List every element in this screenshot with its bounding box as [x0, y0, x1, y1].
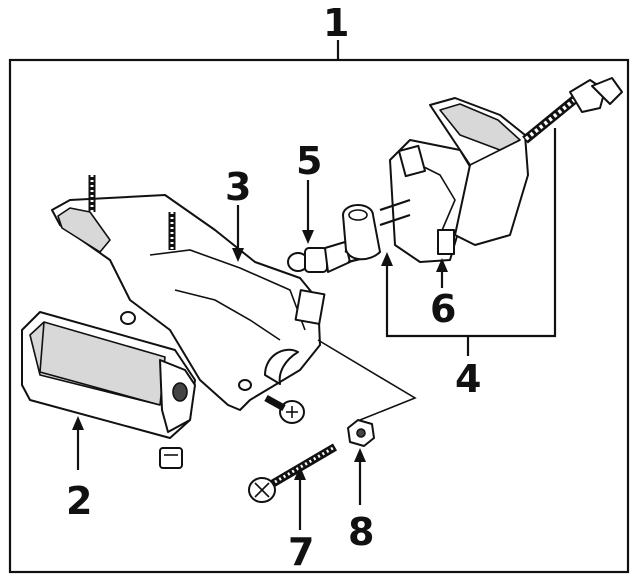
callout-2-arrow — [72, 416, 84, 430]
fog-lamp-housing — [21, 311, 196, 439]
callout-6-arrow — [436, 258, 448, 272]
bulb — [287, 237, 373, 273]
lamp-wiring-housing — [379, 77, 623, 263]
callout-1-label: 1 — [323, 1, 349, 45]
diagram-frame — [8, 58, 630, 574]
callout-4-label: 4 — [455, 357, 481, 401]
callout-5-label: 5 — [296, 139, 322, 183]
callout-8-arrow — [354, 448, 366, 462]
callout-8-label: 8 — [348, 510, 374, 554]
callout-7-label: 7 — [288, 530, 314, 574]
callout-2-label: 2 — [66, 479, 92, 523]
callout-4-arrow-left — [381, 252, 393, 266]
callout-5-arrow — [302, 230, 314, 244]
bulb-socket-seal — [342, 204, 381, 261]
mounting-bracket — [51, 175, 326, 411]
nut — [347, 419, 375, 447]
assembly-guide-line — [317, 339, 417, 421]
callout-4-bracket — [385, 128, 557, 338]
callout-7-arrow — [294, 466, 306, 480]
lamp-clip — [159, 447, 183, 469]
callout-6-label: 6 — [430, 287, 456, 331]
screw — [248, 443, 338, 503]
bracket-screw — [264, 394, 305, 424]
callout-3-arrow — [232, 248, 244, 262]
callout-3-label: 3 — [225, 165, 251, 209]
